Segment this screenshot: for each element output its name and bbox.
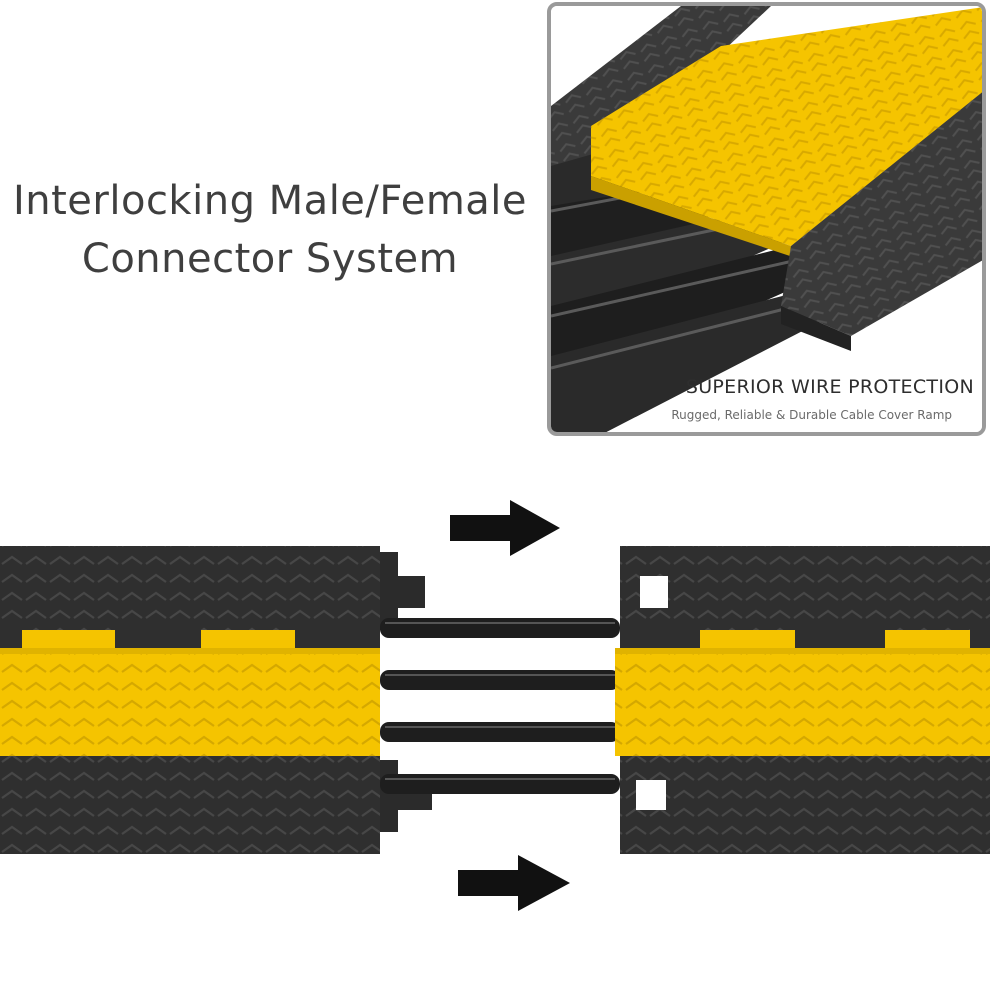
inset-subtitle: Rugged, Reliable & Durable Cable Cover R…: [671, 408, 952, 422]
bottom-arrow-icon: [458, 855, 570, 911]
headline: Interlocking Male/Female Connector Syste…: [0, 172, 540, 288]
right-cable-ramp: [615, 546, 990, 854]
inset-cable-ramp-closeup: [551, 6, 982, 432]
connector-diagram: [0, 500, 990, 911]
headline-line-1: Interlocking Male/Female: [12, 178, 528, 224]
inset-photo-panel: SUPERIOR WIRE PROTECTION Rugged, Reliabl…: [547, 2, 986, 436]
inset-title: SUPERIOR WIRE PROTECTION: [685, 376, 974, 398]
headline-line-2: Connector System: [81, 236, 459, 282]
left-cable-ramp: [0, 546, 432, 854]
cables: [380, 618, 620, 794]
top-arrow-icon: [450, 500, 560, 556]
